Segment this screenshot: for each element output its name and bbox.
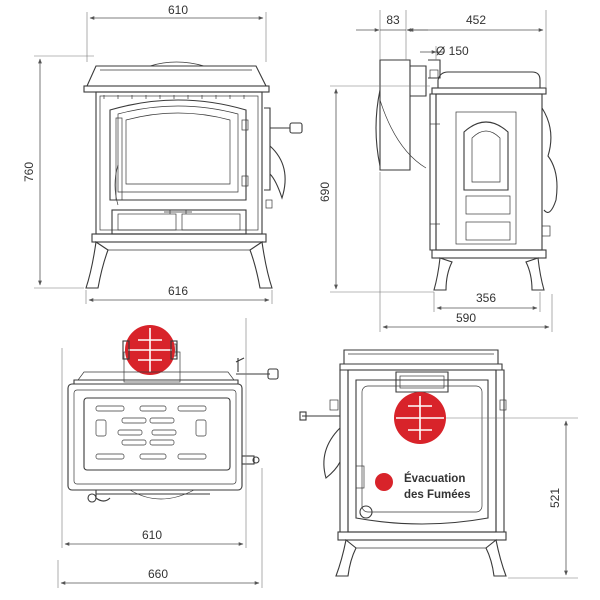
side-depth-top-label: 452 (466, 13, 486, 27)
top-outer-width-label: 660 (148, 567, 168, 581)
front-width-top-label: 610 (168, 3, 188, 17)
side-view: 83 452 Ø 150 690 356 590 (318, 10, 558, 332)
front-width-base-label: 616 (168, 284, 188, 298)
side-total-depth-label: 590 (456, 311, 476, 325)
flue-diameter-label: Ø 150 (436, 44, 469, 58)
legend-line-2: des Fumées (404, 489, 470, 501)
side-height-label: 690 (318, 182, 332, 202)
top-view: 610 660 (57, 318, 279, 588)
side-offset-label: 83 (386, 13, 400, 27)
front-height-label: 760 (22, 162, 36, 182)
rear-flue-height-label: 521 (548, 488, 562, 508)
side-leg-depth-label: 356 (476, 291, 496, 305)
top-inner-width-label: 610 (142, 528, 162, 542)
legend-dot (375, 473, 393, 491)
rear-view: Évacuation des Fumées 521 (299, 349, 578, 579)
legend-line-1: Évacuation (404, 472, 465, 485)
front-view: 610 616 760 (22, 3, 303, 304)
